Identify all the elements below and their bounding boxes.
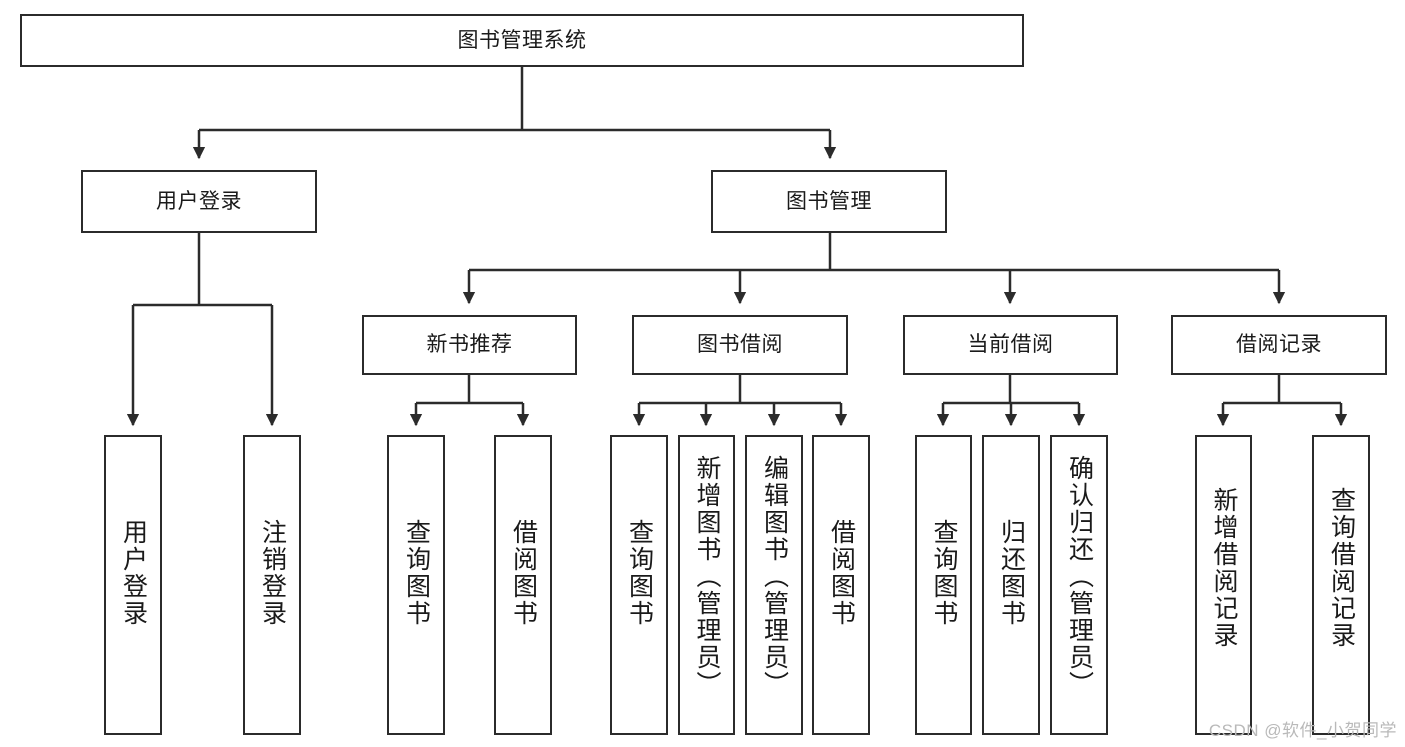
node-leaf-confirm-return-label: 确认归还（管理员）	[1065, 455, 1094, 698]
node-leaf-user-login-label: 用户登录	[119, 519, 148, 627]
node-leaf-borrow-book-1-label: 借阅图书	[509, 519, 538, 627]
node-leaf-user-login[interactable]: 用户登录	[104, 435, 162, 735]
node-new-book-rec-label: 新书推荐	[426, 333, 513, 357]
node-leaf-logout-label: 注销登录	[258, 519, 287, 627]
node-leaf-query-book-2-label: 查询图书	[625, 519, 654, 627]
node-leaf-query-book-1-label: 查询图书	[402, 519, 431, 627]
node-leaf-query-book-1[interactable]: 查询图书	[387, 435, 445, 735]
node-leaf-borrow-book-2[interactable]: 借阅图书	[812, 435, 870, 735]
node-leaf-borrow-book-1[interactable]: 借阅图书	[494, 435, 552, 735]
node-leaf-return-book-label: 归还图书	[997, 519, 1026, 627]
node-leaf-query-book-3[interactable]: 查询图书	[915, 435, 972, 735]
node-book-borrow-label: 图书借阅	[697, 333, 783, 357]
node-leaf-add-book-label: 新增图书（管理员）	[693, 455, 721, 698]
watermark-text: CSDN @软件_小贺同学	[1208, 721, 1397, 740]
node-leaf-logout[interactable]: 注销登录	[243, 435, 301, 735]
node-root-label: 图书管理系统	[457, 28, 587, 52]
node-new-book-rec[interactable]: 新书推荐	[362, 315, 577, 375]
node-user-login[interactable]: 用户登录	[81, 170, 317, 233]
node-current-borrow[interactable]: 当前借阅	[903, 315, 1118, 375]
node-leaf-add-record[interactable]: 新增借阅记录	[1195, 435, 1252, 735]
node-root[interactable]: 图书管理系统	[20, 14, 1024, 67]
node-leaf-add-book[interactable]: 新增图书（管理员）	[678, 435, 735, 735]
node-leaf-query-record[interactable]: 查询借阅记录	[1312, 435, 1370, 735]
node-leaf-confirm-return[interactable]: 确认归还（管理员）	[1050, 435, 1108, 735]
node-leaf-query-record-label: 查询借阅记录	[1327, 487, 1356, 649]
node-borrow-record[interactable]: 借阅记录	[1171, 315, 1387, 375]
node-current-borrow-label: 当前借阅	[967, 333, 1054, 357]
node-book-manage[interactable]: 图书管理	[711, 170, 947, 233]
node-leaf-edit-book[interactable]: 编辑图书（管理员）	[745, 435, 803, 735]
node-leaf-return-book[interactable]: 归还图书	[982, 435, 1040, 735]
node-book-borrow[interactable]: 图书借阅	[632, 315, 848, 375]
node-leaf-add-record-label: 新增借阅记录	[1210, 487, 1238, 649]
node-book-manage-label: 图书管理	[786, 189, 872, 213]
node-leaf-query-book-3-label: 查询图书	[930, 519, 958, 627]
node-user-login-label: 用户登录	[156, 189, 242, 213]
node-borrow-record-label: 借阅记录	[1236, 333, 1322, 357]
node-leaf-query-book-2[interactable]: 查询图书	[610, 435, 668, 735]
node-leaf-borrow-book-2-label: 借阅图书	[827, 519, 856, 627]
node-leaf-edit-book-label: 编辑图书（管理员）	[760, 455, 789, 698]
